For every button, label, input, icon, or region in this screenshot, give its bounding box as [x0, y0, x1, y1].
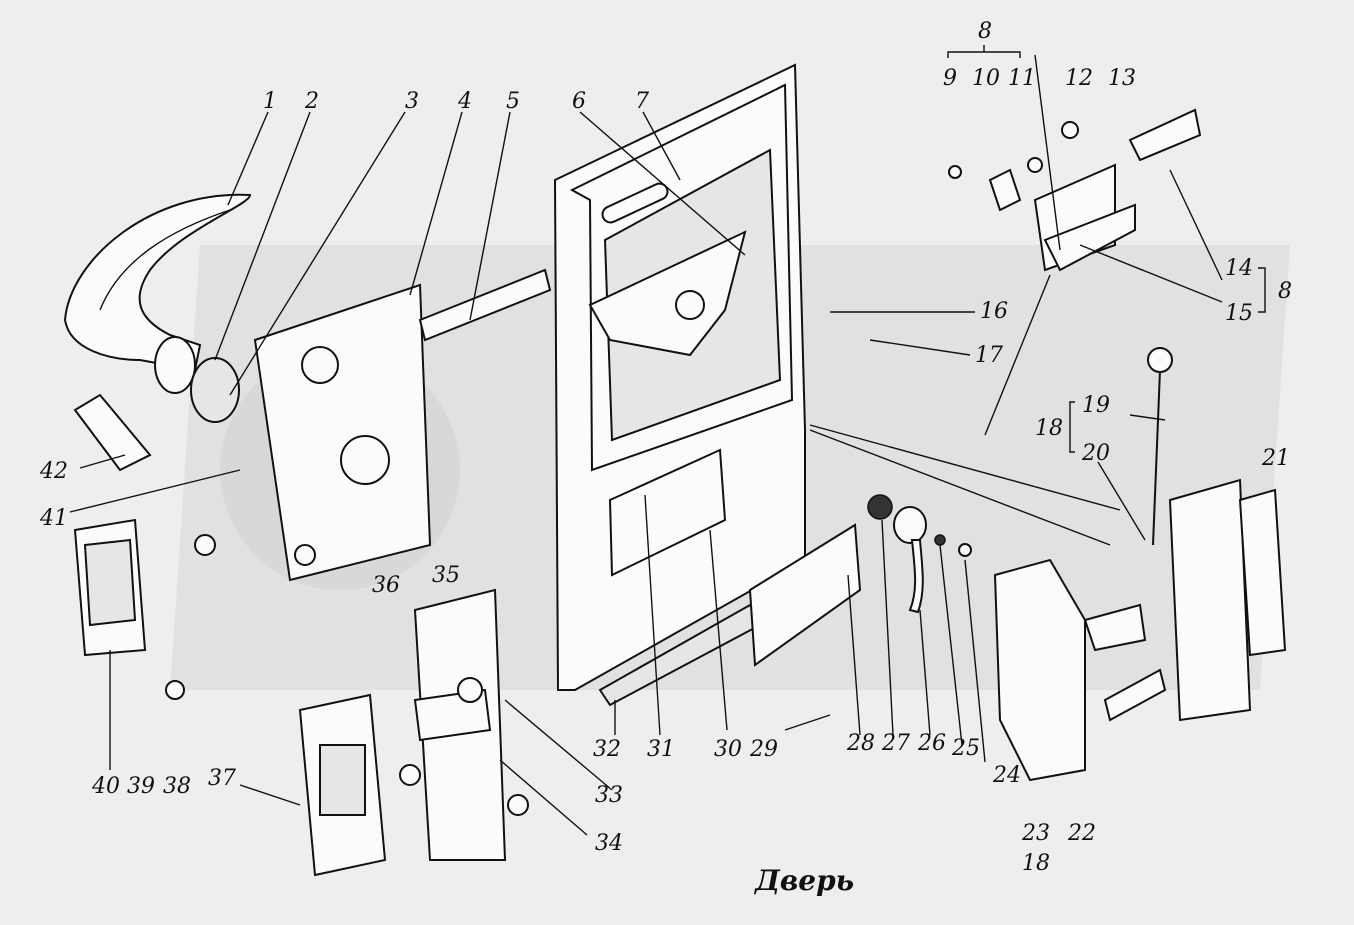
callout-23: 23	[1021, 821, 1050, 846]
callout-13: 13	[1108, 66, 1136, 91]
callout-15: 15	[1225, 301, 1253, 326]
callout-14: 14	[1225, 256, 1253, 281]
callout-28: 28	[846, 731, 875, 756]
callout-8-top: 8	[978, 19, 992, 44]
callout-4: 4	[457, 89, 472, 114]
callout-18-bottom: 18	[1022, 851, 1050, 876]
door-panel	[553, 63, 806, 691]
callout-36: 36	[372, 573, 400, 598]
door-handle	[63, 193, 252, 423]
callout-10: 10	[972, 66, 1000, 91]
escutcheon-left	[73, 393, 216, 700]
callout-33: 33	[595, 783, 623, 808]
callout-18-group: 18	[1035, 416, 1063, 441]
callout-9: 9	[943, 66, 957, 91]
callout-2: 2	[304, 89, 319, 114]
group-bracket-14-15	[1258, 267, 1266, 313]
callout-34: 34	[595, 831, 623, 856]
callout-32: 32	[593, 737, 621, 762]
group-bracket-8	[947, 45, 1021, 58]
callout-3: 3	[405, 89, 419, 114]
callout-1: 1	[263, 89, 277, 114]
callout-42: 42	[39, 459, 68, 484]
callout-16: 16	[980, 299, 1008, 324]
callout-40: 40	[91, 774, 120, 799]
hinge-assembly	[993, 347, 1287, 782]
callout-8-right: 8	[1278, 279, 1292, 304]
callout-12: 12	[1065, 66, 1093, 91]
callout-37: 37	[208, 766, 236, 791]
striker-assembly	[298, 588, 529, 877]
callout-31: 31	[647, 737, 675, 762]
callout-29: 29	[749, 737, 778, 762]
callout-7: 7	[635, 89, 649, 114]
leader-lines	[69, 54, 1223, 836]
callout-20: 20	[1081, 441, 1110, 466]
trim-strip	[598, 523, 862, 707]
callout-25: 25	[951, 736, 980, 761]
callout-26: 26	[917, 731, 946, 756]
inner-handle	[867, 494, 972, 614]
callout-22: 22	[1067, 821, 1096, 846]
group-bracket-19-20	[1069, 401, 1075, 453]
callout-39: 39	[127, 774, 155, 799]
callout-5: 5	[506, 89, 520, 114]
lock-body	[253, 268, 552, 582]
callout-41: 41	[39, 506, 68, 531]
bracket-assembly	[948, 108, 1202, 272]
callouts: 1 2 3 4 5 6 7 8 9 10 11 12 13 14 8 15 16…	[39, 19, 1292, 876]
callout-17: 17	[975, 343, 1003, 368]
callout-27: 27	[881, 731, 910, 756]
callout-35: 35	[432, 563, 460, 588]
diagram-caption: Дверь	[753, 864, 854, 897]
callout-19: 19	[1082, 393, 1110, 418]
callout-6: 6	[572, 89, 586, 114]
callout-21: 21	[1261, 446, 1290, 471]
callout-30: 30	[714, 737, 742, 762]
callout-24: 24	[992, 763, 1021, 788]
callout-38: 38	[163, 774, 191, 799]
callout-11: 11	[1008, 66, 1036, 91]
